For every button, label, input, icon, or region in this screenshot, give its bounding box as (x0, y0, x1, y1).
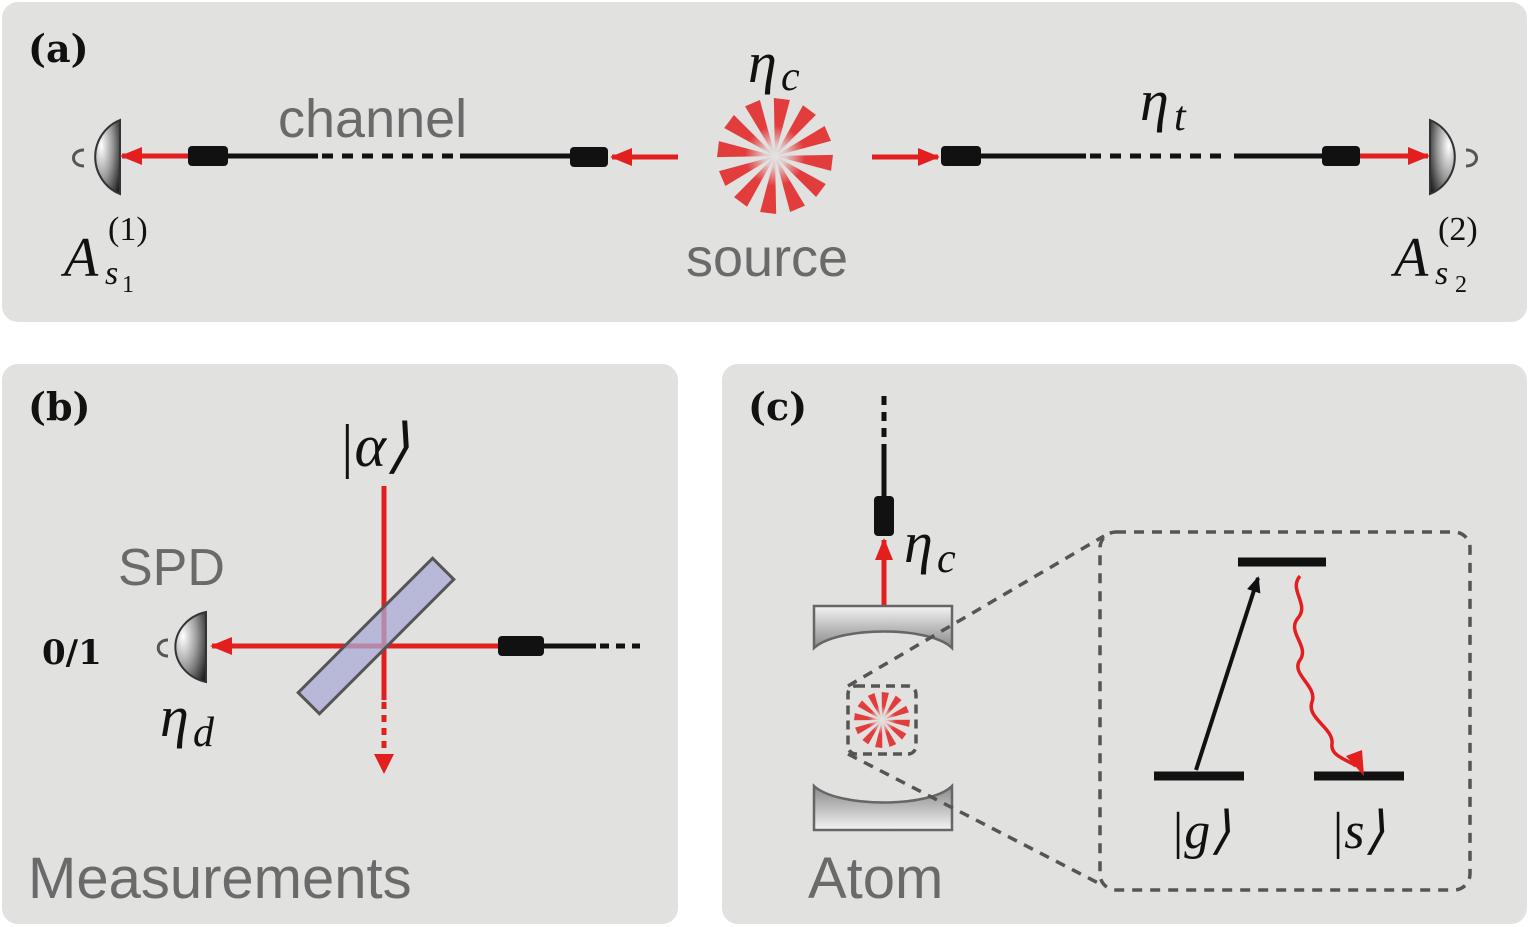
source-burst-icon (717, 98, 833, 214)
detector-right-icon (1429, 118, 1478, 196)
emission-wavy-arrow (1292, 574, 1358, 768)
eta-d-subscript: d (193, 710, 215, 756)
fiber-connector-right-outer (1322, 146, 1360, 166)
detector-left-icon (72, 118, 121, 196)
ket-g-label: |g⟩ (1170, 803, 1231, 860)
panel-c-title: Atom (808, 846, 943, 911)
atom-burst-icon (854, 692, 910, 748)
spd-detector-icon (156, 610, 207, 684)
eta-c-label: η c (748, 30, 800, 100)
panel-b-tag: (b) (28, 384, 91, 429)
detector-right-base: A (1390, 227, 1429, 289)
zoom-line-top (847, 534, 1105, 688)
eta-d-symbol: η (160, 684, 189, 749)
fiber-connector-b (498, 636, 544, 656)
detector-right-subsub: 2 (1455, 272, 1467, 298)
detector-left-sub: s (105, 255, 118, 292)
panel-c: (c) η c |g⟩ |s⟩ A (722, 364, 1527, 924)
detector-right-label: A s 2 (2) (1390, 211, 1478, 298)
detector-left-base: A (60, 227, 99, 289)
outcome-label: 0/1 (42, 633, 102, 673)
detector-left-sup: (1) (108, 211, 148, 248)
panel-a-tag: (a) (28, 26, 89, 71)
eta-t-subscript: t (1174, 94, 1187, 140)
detector-left-label: A s 1 (1) (60, 211, 148, 298)
spd-label: SPD (118, 539, 225, 597)
excitation-arrow (1194, 576, 1261, 771)
panel-c-tag: (c) (748, 384, 807, 429)
fiber-connector-right-inner (941, 146, 981, 166)
source-label: source (686, 228, 848, 288)
eta-c-subscript: c (781, 54, 800, 100)
fiber-connector-c (874, 496, 894, 536)
level-scheme-box (1098, 530, 1472, 892)
eta-t-symbol: η (1140, 68, 1169, 133)
detector-right-sup: (2) (1438, 211, 1478, 248)
atom-box (846, 684, 918, 756)
panel-a: (a) channel source η c (2, 2, 1527, 322)
detector-right-sub: s (1435, 255, 1448, 292)
eta-c-cavity-subscript: c (937, 536, 956, 582)
eta-c-symbol: η (748, 30, 777, 95)
panel-b: (b) |α⟩ SPD 0/1 η d Measurements (2, 364, 678, 924)
fiber-connector-left-inner (570, 147, 608, 167)
eta-c-cavity-symbol: η (904, 510, 933, 575)
eta-c-cavity-label: η c (904, 510, 956, 582)
beam-lo-arrowhead (374, 754, 394, 774)
detector-left-subsub: 1 (122, 272, 134, 298)
ket-alpha-label: |α⟩ (338, 413, 409, 479)
cavity-mirror-top-icon (812, 604, 954, 652)
beam-splitter-icon (296, 556, 456, 716)
burst-core (745, 126, 805, 186)
burst-core (868, 706, 896, 734)
eta-t-label: η t (1140, 68, 1187, 140)
ket-s-label: |s⟩ (1330, 803, 1385, 860)
eta-d-label: η d (160, 684, 215, 756)
emission-arrowhead (1346, 750, 1364, 776)
panel-b-title: Measurements (28, 846, 412, 911)
fiber-connector-left-outer (188, 146, 228, 166)
channel-label: channel (278, 89, 467, 149)
panel-c-background (722, 364, 1527, 924)
cavity-mirror-bottom-icon (812, 782, 954, 832)
zoom-line-bottom (847, 752, 1105, 888)
